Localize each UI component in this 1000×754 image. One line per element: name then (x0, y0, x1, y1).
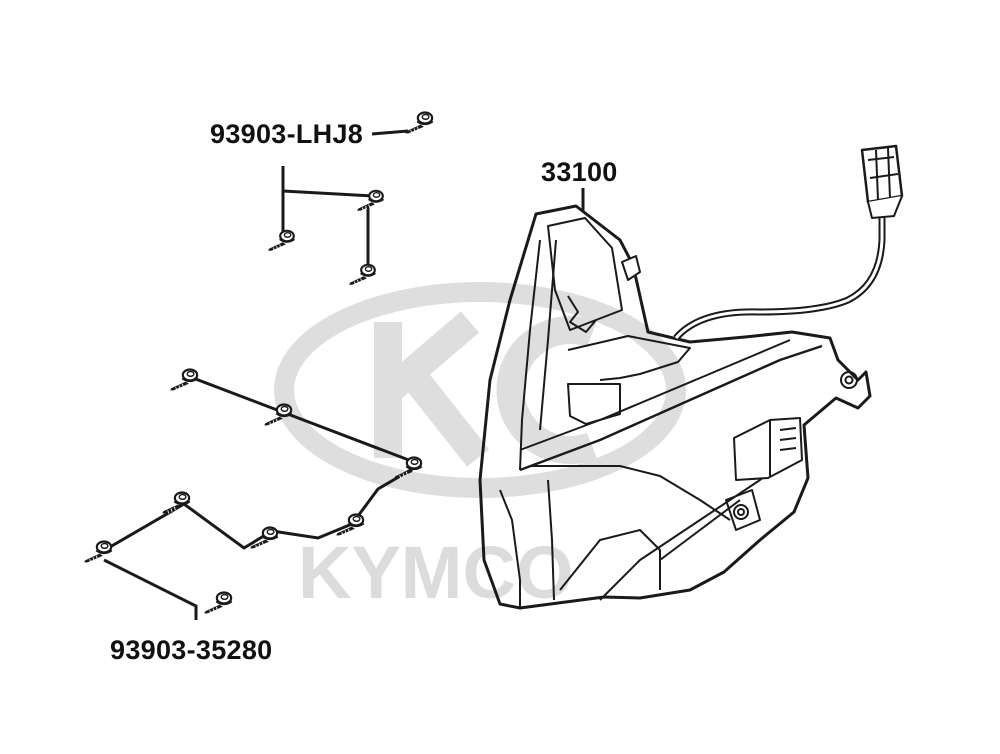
part-number-label-lhj8: 93903-LHJ8 (210, 119, 364, 149)
side-connector-ribs (779, 427, 797, 451)
connector-plug-detail (867, 147, 899, 201)
mount-hole-lower (737, 508, 745, 516)
screw-group-lhj8 (267, 111, 434, 286)
lower-lens-top (530, 465, 731, 521)
lens-upper-left (547, 217, 623, 331)
socket-box (567, 383, 621, 425)
screw-icon (348, 263, 377, 286)
lens-divider-upper (519, 339, 791, 451)
watermark-brand-text: KYMCO (298, 531, 573, 614)
watermark-logo-k (374, 311, 489, 467)
mount-hole-right (844, 375, 854, 385)
wire-harness-inner (674, 212, 884, 339)
kymco-watermark: KYMCO (274, 282, 686, 614)
lens-edge-line (539, 239, 557, 431)
lens-divider (519, 344, 823, 472)
screw-icon (404, 111, 434, 135)
mount-hole-lower (733, 504, 749, 520)
headlight-assembly (478, 144, 904, 610)
headlight-housing (478, 204, 872, 610)
bulb-socket (621, 255, 641, 281)
watermark-logo-c (496, 316, 598, 464)
lower-lens-sweep (659, 499, 741, 561)
leader-line-lhj8 (371, 129, 409, 136)
part-number-label-35280: 93903-35280 (110, 635, 273, 665)
lens-notch (567, 295, 597, 333)
lower-lens-mid (547, 479, 555, 601)
screw-group-35280 (83, 368, 423, 620)
lens-edge-line (519, 239, 541, 471)
part-number-label-headlight: 33100 (541, 157, 618, 187)
inner-ledge (567, 335, 691, 381)
watermark-logo-ellipse (274, 282, 686, 498)
bracket-lines-lhj8 (281, 166, 374, 268)
mount-lug-lower (725, 489, 761, 531)
screw-icon (83, 540, 113, 564)
screw-icon (356, 189, 385, 212)
screw-icon (169, 368, 199, 392)
screw-icon (249, 526, 279, 550)
screw-icon (203, 591, 233, 615)
mount-hole-right (840, 371, 858, 389)
screw-icon (267, 229, 296, 252)
connector-plug-base (867, 195, 903, 219)
lower-lens-inner (559, 529, 661, 591)
lower-lens-left (499, 489, 521, 608)
